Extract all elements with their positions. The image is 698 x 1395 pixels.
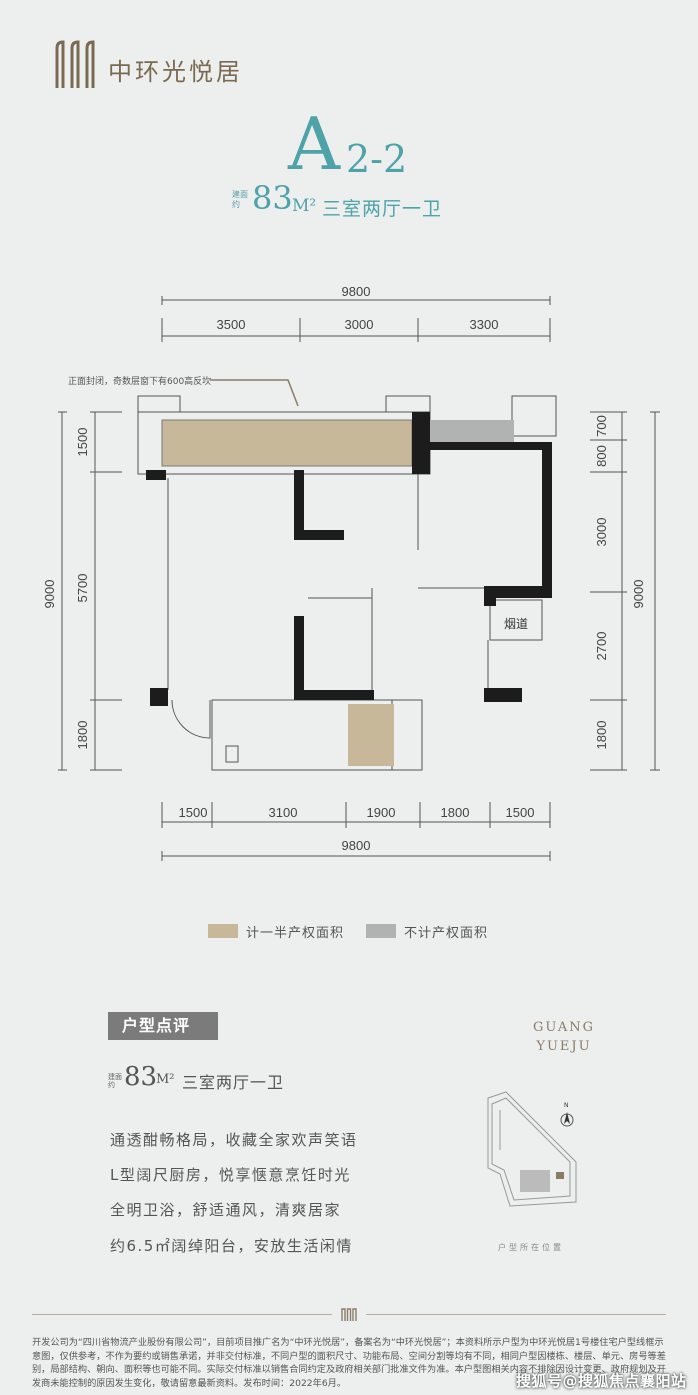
left-dim-1: 1500 xyxy=(75,428,90,457)
bottom-dimension-lines xyxy=(161,802,551,861)
unit-layout: 三室两厅一卫 xyxy=(322,198,443,220)
bottom-dim-4: 1800 xyxy=(441,805,470,820)
facade-note: 正面封闭，奇数层窗下有600高反坎 xyxy=(68,375,211,387)
review-area-label: 建面约 xyxy=(108,1073,122,1089)
bottom-dim-5: 1500 xyxy=(506,805,535,820)
footer-divider-right xyxy=(366,1314,666,1315)
compass-label: N xyxy=(564,1102,569,1109)
review-area-value: 83 xyxy=(124,1062,158,1092)
unit-subtype: 2-2 xyxy=(346,137,408,181)
top-dim-3: 3300 xyxy=(470,317,499,332)
bottom-dim-2: 3100 xyxy=(269,805,298,820)
watermark: 搜狐号@搜狐焦点襄阳站 xyxy=(516,1372,687,1390)
top-dimension-lines xyxy=(161,296,551,342)
location-map: N xyxy=(487,1091,577,1207)
location-title-line1: GUANG xyxy=(532,1020,596,1035)
top-total-dim: 9800 xyxy=(342,284,371,299)
left-dimension-lines xyxy=(58,411,122,771)
review-area-unit: M² xyxy=(156,1072,175,1087)
right-dim-3: 3000 xyxy=(594,518,609,547)
left-dim-3: 1800 xyxy=(75,721,90,750)
right-dim-1: 700 xyxy=(594,415,609,437)
review-line-1: 通透酣畅格局，收藏全家欢声笑语 xyxy=(110,1131,358,1149)
bottom-total-dim: 9800 xyxy=(342,838,371,853)
location-caption: 户型所在位置 xyxy=(498,1243,564,1252)
brand-logo-icon xyxy=(55,40,95,88)
legend-label-excluded: 不计产权面积 xyxy=(404,926,489,941)
right-dim-2: 800 xyxy=(594,445,609,467)
area-unit: M² xyxy=(292,196,317,216)
review-line-3: 全明卫浴，舒适通风，清爽居家 xyxy=(110,1201,342,1219)
footer-disclaimer: 开发公司为“四川省物流产业股份有限公司”，目前项目推广名为“中环光悦居”，备案名… xyxy=(32,1337,666,1389)
top-dim-2: 3000 xyxy=(345,317,374,332)
excluded-area xyxy=(430,420,514,444)
area-label: 建面约 xyxy=(232,190,248,209)
legend-swatch-excluded xyxy=(366,924,396,938)
unit-location-marker xyxy=(556,1172,564,1179)
walls xyxy=(146,412,552,706)
right-dim-5: 1800 xyxy=(594,721,609,750)
review-line-4: 约6.5㎡阔绰阳台，安放生活闲情 xyxy=(110,1237,353,1255)
right-dim-4: 2700 xyxy=(594,632,609,661)
half-area-bay xyxy=(348,704,394,766)
left-dim-2: 5700 xyxy=(75,574,90,603)
left-total-dim: 9000 xyxy=(42,580,57,609)
review-tag: 户型点评 xyxy=(108,1012,218,1040)
right-dimension-lines xyxy=(590,411,660,771)
review-layout: 三室两厅一卫 xyxy=(182,1073,285,1092)
flue-label: 烟道 xyxy=(504,617,528,631)
bottom-dim-1: 1500 xyxy=(179,805,208,820)
half-area-balcony xyxy=(161,419,413,467)
legend-label-half: 计一半产权面积 xyxy=(246,926,345,941)
footer-divider-left xyxy=(32,1314,332,1315)
brand-name: 中环光悦居 xyxy=(108,58,243,86)
unit-letter: A xyxy=(288,102,340,186)
area-value: 83 xyxy=(252,179,293,217)
location-title: GUANG YUEJU xyxy=(524,1018,604,1056)
footer-logo-icon xyxy=(341,1308,357,1321)
legend-swatch-half xyxy=(208,924,238,938)
right-total-dim: 9000 xyxy=(631,580,646,609)
floor-plan: 9800 3500 3000 3300 正面封闭，奇数层窗下有600高反坎 90… xyxy=(42,284,660,861)
location-title-line2: YUEJU xyxy=(536,1039,592,1054)
review-line-2: L型阔尺厨房，悦享惬意烹饪时光 xyxy=(110,1166,351,1184)
bottom-dim-3: 1900 xyxy=(367,805,396,820)
top-dim-1: 3500 xyxy=(217,317,246,332)
